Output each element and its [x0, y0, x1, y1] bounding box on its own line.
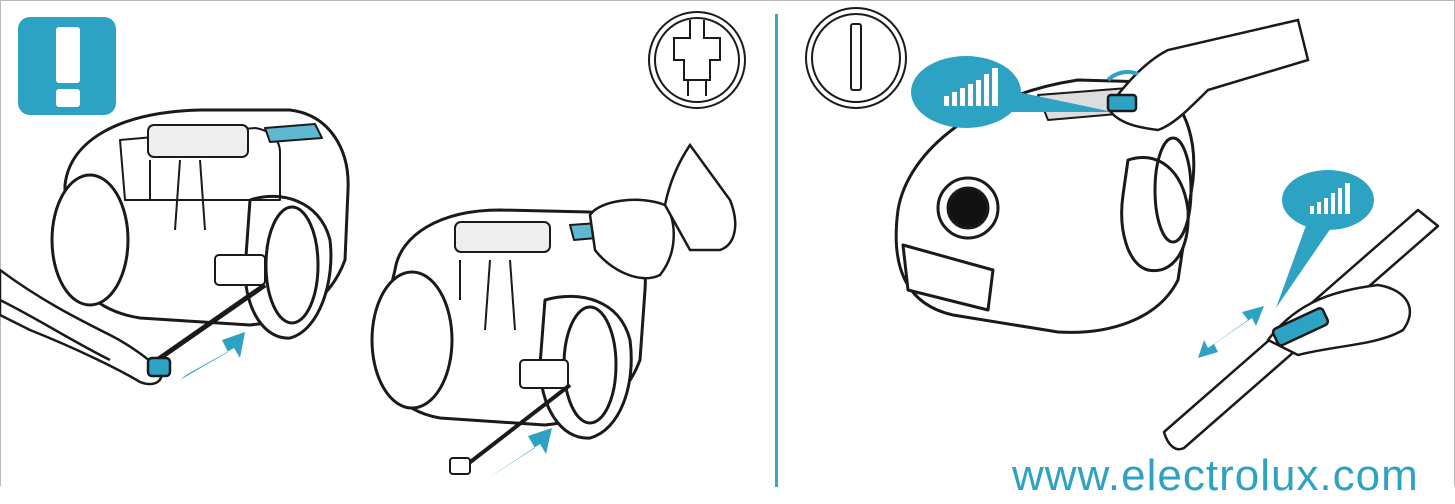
left-illustration [0, 11, 746, 478]
power-off-icon [805, 7, 907, 109]
cord-plug-2 [449, 383, 572, 475]
exclamation-icon [18, 17, 116, 115]
hose-handle [1162, 208, 1440, 451]
arrow-icon [180, 332, 245, 380]
right-illustration [805, 7, 1440, 451]
right-panel [778, 0, 1455, 487]
suction-level-icon-small [1276, 170, 1374, 308]
hand-with-plug-1 [0, 268, 267, 386]
hand-on-knob [1106, 18, 1310, 132]
vacuum-cleaner-front [894, 78, 1196, 334]
plug-icon [648, 11, 746, 109]
double-arrow-icon [1198, 306, 1264, 358]
vacuum-cleaner-rear-2 [370, 208, 647, 440]
panel-divider [775, 14, 778, 487]
arrow-icon [488, 428, 552, 478]
cloth-hand [588, 142, 737, 280]
suction-level-icon [911, 56, 1113, 128]
footer-url[interactable]: www.electrolux.com [1012, 451, 1419, 500]
vacuum-cleaner-rear-1 [50, 108, 350, 340]
left-panel [0, 11, 746, 478]
